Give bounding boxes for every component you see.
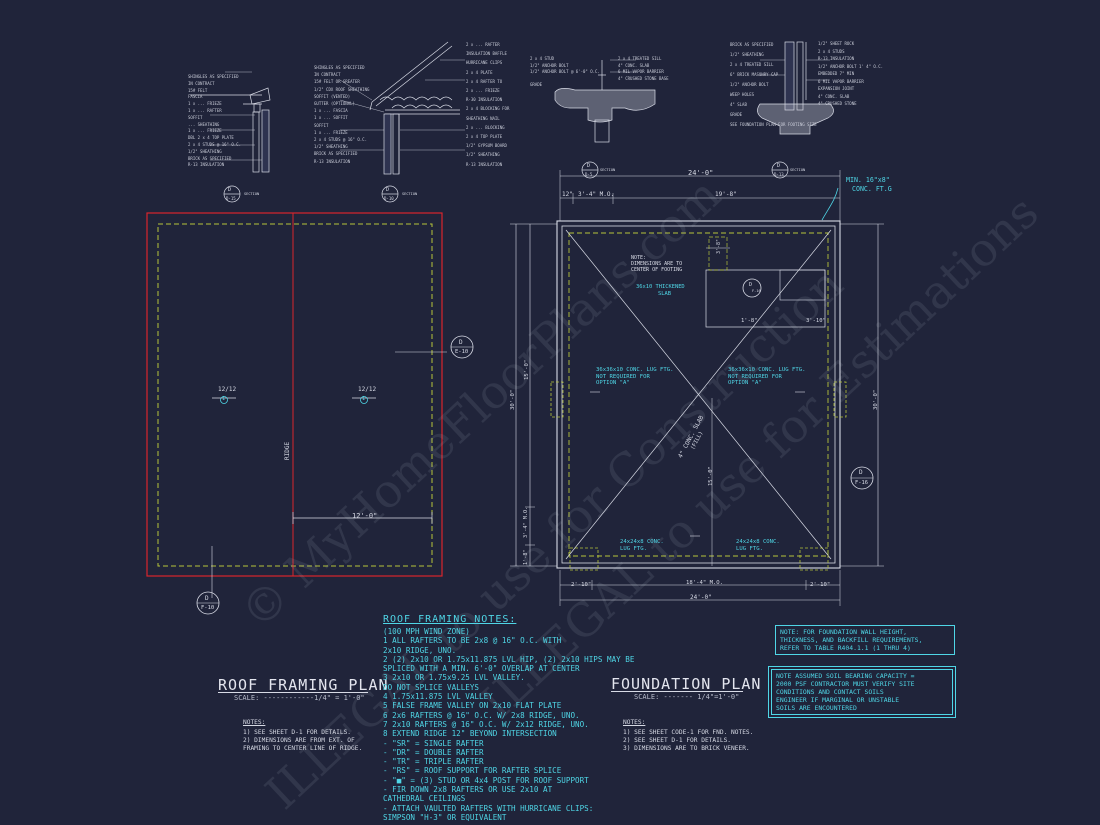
foundation-notes-list: 1) SEE SHEET CODE-1 FOR FND. NOTES.2) SE… (623, 729, 754, 753)
detail-tag-3-sheet: D-5 (585, 172, 593, 177)
fnd-dim-left-4: 1'-8" (523, 549, 529, 565)
foundation-plan-title: FOUNDATION PLAN (611, 675, 762, 693)
ridge-label: RIDGE (284, 441, 291, 460)
soil-bearing-note-box: NOTE ASSUMED SOIL BEARING CAPACITY =2000… (768, 666, 956, 718)
callout2-sheet: F-10 (201, 605, 215, 611)
fnd-dim-bottom-3: 2'-10" (810, 582, 831, 588)
pitch-mark-left (220, 396, 228, 404)
fnd-dim-top-2: 3'-4" M.O. (578, 191, 615, 198)
roof-notes-list: 1) SEE SHEET D-1 FOR DETAILS.2) DIMENSIO… (243, 729, 363, 753)
min-footing-label: MIN. 16"x8" (846, 176, 890, 184)
fnd-dim-left: 30'-0" (510, 389, 516, 410)
roof-notes-title: NOTES: (243, 719, 266, 726)
pitch-mark-right (360, 396, 368, 404)
foundation-wall-note-box: NOTE: FOR FOUNDATION WALL HEIGHT,THICKNE… (775, 625, 955, 655)
lug-ftg-bottom-left: 24x24x8 CONC.LUG FTG. (620, 539, 664, 552)
fnd-callout-section: D (859, 469, 863, 476)
callout-sheet-e10: E-10 (455, 349, 469, 355)
fnd-dim-bottom-2: 18'-4" M.O. (686, 580, 724, 586)
detail-tag-2-section: D (386, 187, 390, 193)
detail-tag-4-sheet: D-13 (774, 172, 784, 177)
foundation-plan-drawing (510, 170, 884, 606)
detail-slab-edge (554, 59, 656, 179)
roof-outline (146, 212, 443, 577)
detail-tag-1-sheet: D-15 (226, 196, 236, 201)
fnd-dim-top-3: 19'-8" (715, 191, 737, 198)
roof-title-underline (218, 692, 368, 693)
roof-plan-title: ROOF FRAMING PLAN (218, 676, 389, 694)
min-footing-label-2: CONC. FT.G (852, 185, 892, 193)
detail-roof-eave (339, 41, 465, 203)
detail-eave-brick (190, 71, 271, 203)
roof-plan-drawing (146, 212, 474, 615)
roof-dim-width: 12'-0" (352, 512, 378, 520)
detail-tag-3-section: D (587, 163, 591, 169)
pitch-mark-right-label: 1 (362, 396, 366, 402)
pitch-mark-left-label: 1 (222, 396, 226, 402)
detail-tag-1-section: D (228, 187, 232, 193)
eave-line (157, 223, 433, 567)
foundation-title-underline (611, 691, 743, 692)
fnd-dim-bottom-overall: 24'-0" (690, 594, 712, 601)
detail-tag-4-section: D (777, 163, 781, 169)
fnd-dim-left-3: 3'-4" M.O. (523, 506, 529, 538)
foundation-notes-title: NOTES: (623, 719, 646, 726)
fnd-dim-inner-1: 1'-8" (741, 318, 758, 324)
fnd-detail-marker-section: D (749, 282, 753, 288)
callout-section-d: D (459, 339, 463, 346)
detail-brick-foundation (757, 41, 834, 179)
fnd-dim-inner-3: 3'-8" (716, 238, 722, 254)
foundation-outline (556, 220, 841, 569)
roof-plan-scale: SCALE: ------------1/4" = 1'-0" (234, 694, 365, 702)
detail-tag-1-type: SECTION (244, 192, 260, 196)
detail-tag-4-type: SECTION (790, 168, 806, 172)
lug-ftg-bottom-right: 24x24x8 CONC.LUG FTG. (736, 539, 780, 552)
fnd-dim-bottom-1: 2'-10" (571, 582, 592, 588)
foundation-plan-scale: SCALE: ------- 1/4"=1'-0" (634, 693, 740, 701)
detail-tag-2-type: SECTION (402, 192, 418, 196)
fnd-dim-right: 30'-0" (873, 389, 879, 410)
fnd-dim-center: 15'-0" (708, 466, 714, 486)
detail-marker[interactable] (742, 278, 762, 298)
fnd-detail-marker-sheet: F-16 (752, 289, 761, 293)
roof-framing-notes-list: (100 MPH WIND ZONE)1 ALL RAFTERS TO BE 2… (383, 627, 635, 822)
fnd-dim-inner-2: 3'-10" (806, 318, 826, 324)
fnd-dim-top-1: 12" (562, 191, 573, 198)
detail-tag-3-type: SECTION (600, 168, 616, 172)
pitch-right: 12/12 (358, 386, 377, 393)
fnd-callout-sheet: F-16 (855, 480, 868, 486)
callout2-section: D (205, 595, 209, 602)
detail-tag-2-sheet: D-10 (384, 196, 394, 201)
fnd-dim-top-overall: 24'-0" (688, 169, 714, 177)
roof-framing-notes-title: ROOF FRAMING NOTES: (383, 614, 517, 625)
fnd-dim-left-2: 15'-0" (524, 359, 530, 380)
pitch-left: 12/12 (218, 386, 237, 393)
